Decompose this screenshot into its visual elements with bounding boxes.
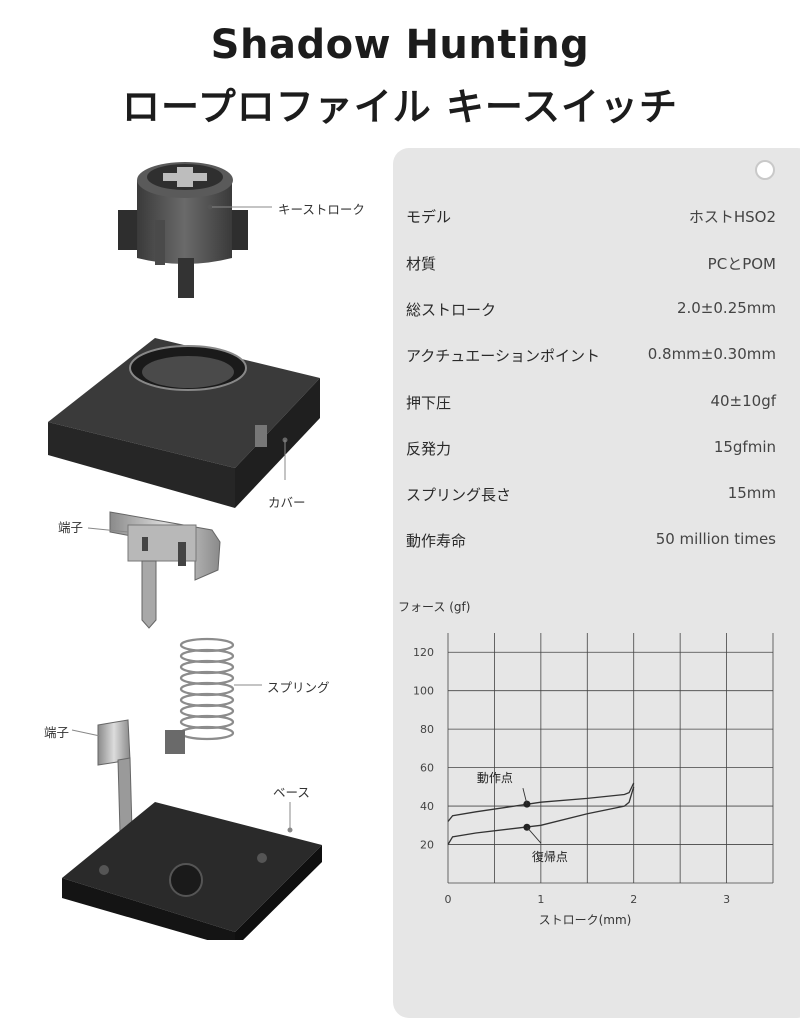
annotation-leader [526,826,542,844]
page-subtitle: ロープロファイル キースイッチ [121,85,679,129]
spec-row-total-travel: 総ストローク 2.0±0.25mm [406,299,776,323]
label-base: ベース [273,785,310,800]
y-tick-label: 20 [420,839,434,852]
spec-label: 材質 [406,255,437,273]
spec-value: 15mm [727,484,776,502]
terminal-1-part [87,511,221,629]
label-keystroke: キーストローク [278,202,365,217]
y-tick-label: 60 [420,762,434,775]
spec-row-actuation: アクチュエーションポイント 0.8mm±0.30mm [406,345,776,369]
spec-label: 反発力 [406,440,452,458]
chart-x-label: ストローク(mm) [539,913,632,927]
x-tick-label: 2 [630,893,637,906]
spec-label: 総ストローク [406,301,497,319]
x-tick-label: 0 [445,893,452,906]
force-curve-chart: フォース (gf) ストローク(mm) 20 40 60 80 100 120 0 1 2 3 動… [398,600,774,927]
annotation-label: 復帰点 [532,849,568,864]
spec-value: 40±10gf [710,392,776,410]
spec-value: PCとPOM [707,255,776,273]
spec-row-operating-force: 押下圧 40±10gf [406,392,776,416]
spec-value: 15gfmin [713,438,776,456]
x-tick-label: 1 [537,893,544,906]
spec-value: 50 million times [655,530,776,548]
label-spring: スプリング [267,680,330,695]
spec-label: アクチュエーションポイント [406,347,600,365]
spec-row-return-force: 反発力 15gfmin [406,438,776,462]
annotation-label: 動作点 [477,771,513,785]
annotation-leader [522,788,528,805]
y-tick-label: 40 [420,800,434,813]
force-curve-1 [447,782,635,822]
spec-label: モデル [406,208,452,226]
spec-value: ホストHSO2 [688,208,776,226]
spec-value: 0.8mm±0.30mm [647,345,776,363]
exploded-switch-illustration [48,162,322,940]
force-curve-2 [447,786,635,845]
spec-row-model: モデル ホストHSO2 [406,206,776,230]
label-terminal-2: 端子 [44,725,70,740]
x-tick-label: 3 [723,893,730,906]
hang-hole [755,160,775,180]
y-tick-label: 100 [413,685,434,698]
stem-part [118,162,272,298]
label-cover: カバー [268,495,306,510]
spec-row-lifespan: 動作寿命 50 million times [406,530,776,554]
spec-card [393,148,800,1018]
spec-row-spring-length: スプリング長さ 15mm [406,484,776,508]
y-tick-label: 120 [413,646,434,659]
label-terminal-1: 端子 [58,520,84,535]
spec-label: スプリング長さ [406,486,512,504]
page-title: Shadow Hunting [210,22,590,68]
base-part [62,802,322,940]
cover-part [48,338,320,508]
spec-label: 押下圧 [406,394,452,412]
spec-label: 動作寿命 [406,532,467,550]
chart-y-label: フォース (gf) [398,600,470,614]
spec-row-material: 材質 PCとPOM [406,253,776,277]
spring-part [179,637,262,741]
y-tick-label: 80 [420,723,434,736]
terminal-2-part [71,719,185,833]
spec-value: 2.0±0.25mm [676,299,776,317]
